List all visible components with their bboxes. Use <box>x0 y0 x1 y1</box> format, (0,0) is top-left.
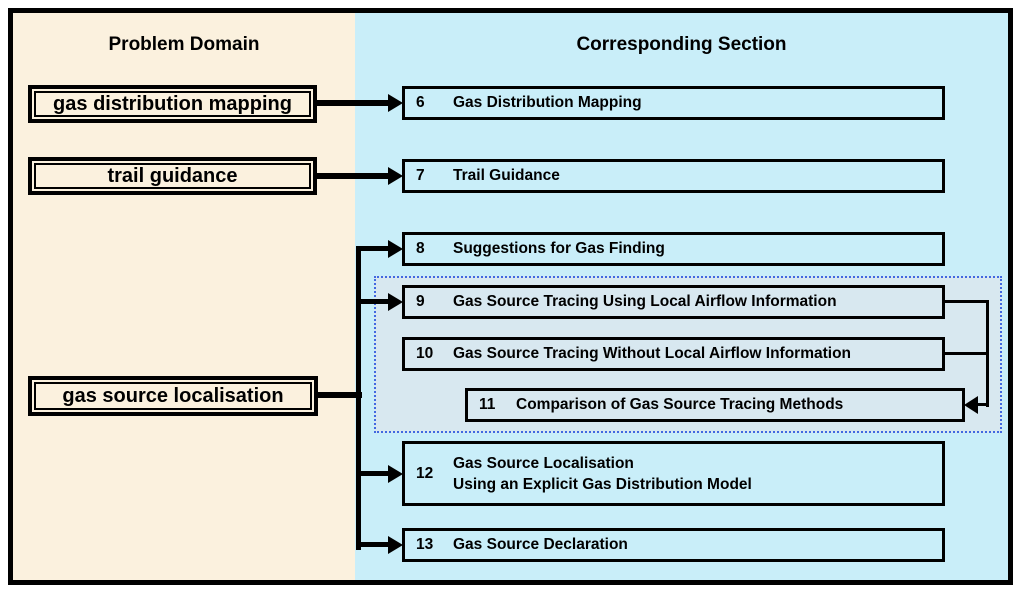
arrow-right-icon <box>388 293 403 311</box>
connector-line <box>356 542 388 547</box>
section-title: Trail Guidance <box>453 167 560 184</box>
arrow-right-icon <box>388 536 403 554</box>
section-title: Gas Source Tracing Using Local Airflow I… <box>453 293 837 310</box>
section-number: 11 <box>479 396 496 413</box>
section-title: Suggestions for Gas Finding <box>453 240 665 257</box>
arrow-right-icon <box>388 167 403 185</box>
problem-domain-header: Problem Domain <box>108 34 260 55</box>
connector-line <box>356 246 388 251</box>
section-title: Gas Distribution Mapping <box>453 94 642 111</box>
connector-line <box>986 300 989 407</box>
connector-spine <box>356 246 361 550</box>
section-title-line2: Using an Explicit Gas Distribution Model <box>453 475 752 493</box>
arrow-right-icon <box>388 240 403 258</box>
connector-line <box>943 352 989 355</box>
section-box-10: 10 Gas Source Tracing Without Local Airf… <box>402 337 945 371</box>
arrow-right-icon <box>388 94 403 112</box>
domain-label: trail guidance <box>34 163 311 189</box>
section-box-11: 11 Comparison of Gas Source Tracing Meth… <box>465 388 965 422</box>
arrow-right-icon <box>388 465 403 483</box>
section-box-8: 8 Suggestions for Gas Finding <box>402 232 945 266</box>
domain-label: gas source localisation <box>34 382 312 410</box>
section-number: 10 <box>416 345 434 362</box>
section-number: 6 <box>416 94 425 111</box>
corresponding-section-header: Corresponding Section <box>576 34 787 55</box>
section-number: 7 <box>416 167 425 184</box>
section-title: Gas Source Localisation Using an Explici… <box>453 453 752 495</box>
section-title: Gas Source Declaration <box>453 536 628 553</box>
connector-line <box>316 100 390 106</box>
section-box-6: 6 Gas Distribution Mapping <box>402 86 945 120</box>
arrow-left-icon <box>964 396 978 414</box>
section-title: Comparison of Gas Source Tracing Methods <box>516 396 844 413</box>
connector-line <box>976 403 989 406</box>
section-number: 12 <box>416 464 434 482</box>
section-title: Gas Source Tracing Without Local Airflow… <box>453 345 852 362</box>
domain-label: gas distribution mapping <box>34 91 311 117</box>
domain-box-gas-source-localisation: gas source localisation <box>28 376 318 416</box>
section-box-12: 12 Gas Source Localisation Using an Expl… <box>402 441 945 506</box>
section-number: 8 <box>416 240 425 257</box>
section-box-7: 7 Trail Guidance <box>402 159 945 193</box>
section-box-13: 13 Gas Source Declaration <box>402 528 945 562</box>
connector-line <box>316 392 362 398</box>
section-title-line1: Gas Source Localisation <box>453 454 634 472</box>
connector-line <box>316 173 390 179</box>
connector-line <box>356 471 388 476</box>
connector-line <box>943 300 989 303</box>
domain-box-gas-distribution-mapping: gas distribution mapping <box>28 85 317 123</box>
section-number: 9 <box>416 293 425 310</box>
section-box-9: 9 Gas Source Tracing Using Local Airflow… <box>402 285 945 319</box>
connector-line <box>356 299 388 304</box>
section-number: 13 <box>416 536 434 553</box>
domain-box-trail-guidance: trail guidance <box>28 157 317 195</box>
